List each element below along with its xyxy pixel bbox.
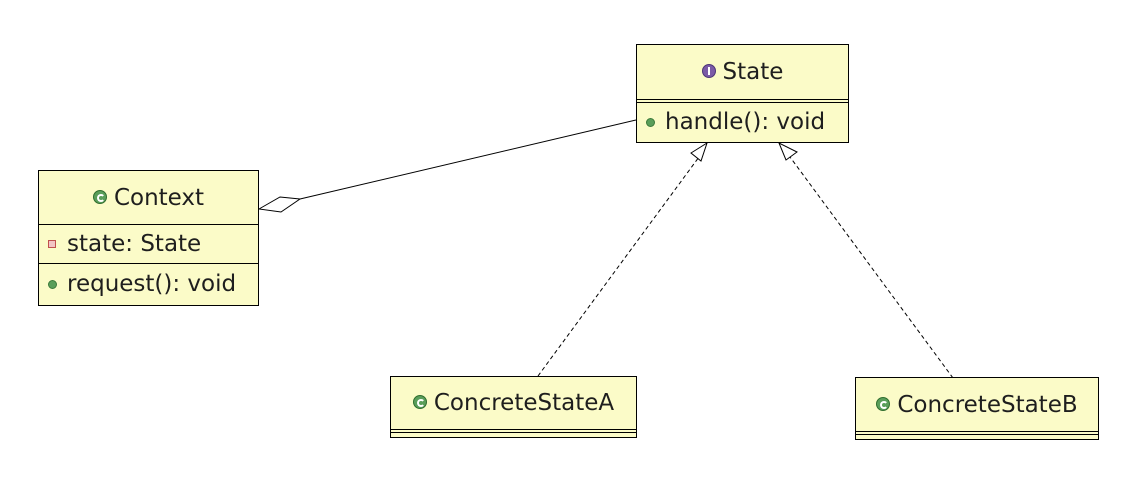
concrete-state-b-header: ConcreteStateB (856, 378, 1098, 431)
class-icon (412, 395, 427, 409)
private-visibility-icon (48, 240, 56, 248)
state-header: State (637, 45, 848, 99)
context-header: Context (39, 171, 258, 224)
context-attribute-text: state: State (67, 231, 202, 257)
realization-arrowhead-a (690, 141, 708, 162)
state-name: State (722, 59, 784, 85)
realization-arrowhead-b (778, 141, 798, 161)
realization-line-b-state (789, 156, 954, 379)
concrete-state-a-divider (391, 429, 636, 433)
context-attribute-state: state: State (39, 225, 258, 263)
context-operation-request: request(): void (39, 264, 258, 304)
context-class[interactable]: Context state: State request(): void (38, 170, 259, 306)
concrete-state-b-name: ConcreteStateB (897, 391, 1078, 418)
concrete-state-b-class[interactable]: ConcreteStateB (855, 377, 1099, 440)
state-interface[interactable]: State handle(): void (636, 44, 849, 143)
state-operation-handle: handle(): void (637, 103, 848, 141)
context-attr-divider (39, 224, 258, 225)
context-op-divider (39, 263, 258, 264)
aggregation-line-context-state (299, 119, 637, 200)
context-name: Context (113, 184, 205, 211)
context-operation-text: request(): void (67, 271, 237, 297)
concrete-state-a-name: ConcreteStateA (433, 390, 615, 416)
state-divider (637, 99, 848, 103)
concrete-state-a-class[interactable]: ConcreteStateA (390, 376, 637, 438)
public-visibility-icon (48, 279, 57, 289)
concrete-state-b-divider (856, 431, 1098, 435)
interface-icon (701, 64, 716, 78)
state-operation-text: handle(): void (665, 109, 826, 135)
concrete-state-a-header: ConcreteStateA (391, 377, 636, 429)
realization-line-a-state (537, 156, 700, 377)
public-visibility-icon (646, 117, 655, 127)
class-icon (92, 189, 107, 204)
aggregation-diamond (257, 196, 302, 213)
class-icon (876, 396, 891, 411)
